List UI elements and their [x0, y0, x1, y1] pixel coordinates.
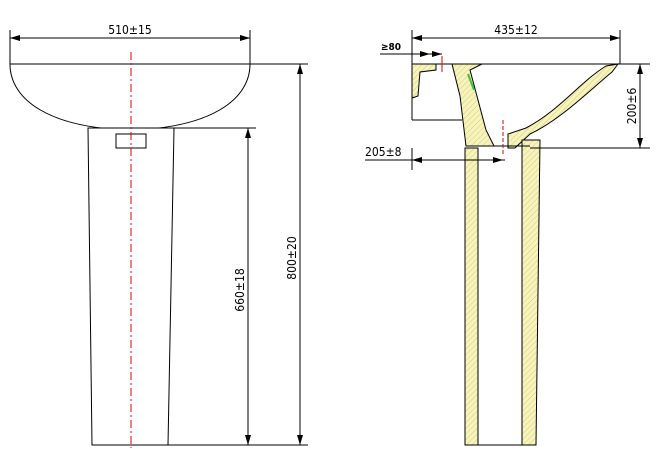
wall-bracket-section	[411, 63, 437, 99]
side-view	[365, 30, 650, 446]
width-dim-label: 510±15	[108, 23, 151, 37]
basin-section	[451, 63, 495, 147]
basin-rim-section	[507, 63, 620, 149]
trap-notch	[115, 133, 147, 149]
front-view	[9, 30, 308, 448]
total-height-dim-label: 800±20	[285, 236, 299, 280]
pedestal-side-right	[521, 139, 541, 446]
pedestal-side-left	[464, 147, 479, 446]
wall-offset-dim-label: 205±8	[365, 145, 402, 159]
basin-outline	[9, 63, 251, 131]
depth-dim-label: 435±12	[494, 23, 537, 37]
min-dim-label: ≥80	[381, 42, 401, 53]
bowl-height-dim-label: 200±6	[625, 88, 639, 125]
pedestal-height-dim-label: 660±18	[233, 268, 247, 312]
